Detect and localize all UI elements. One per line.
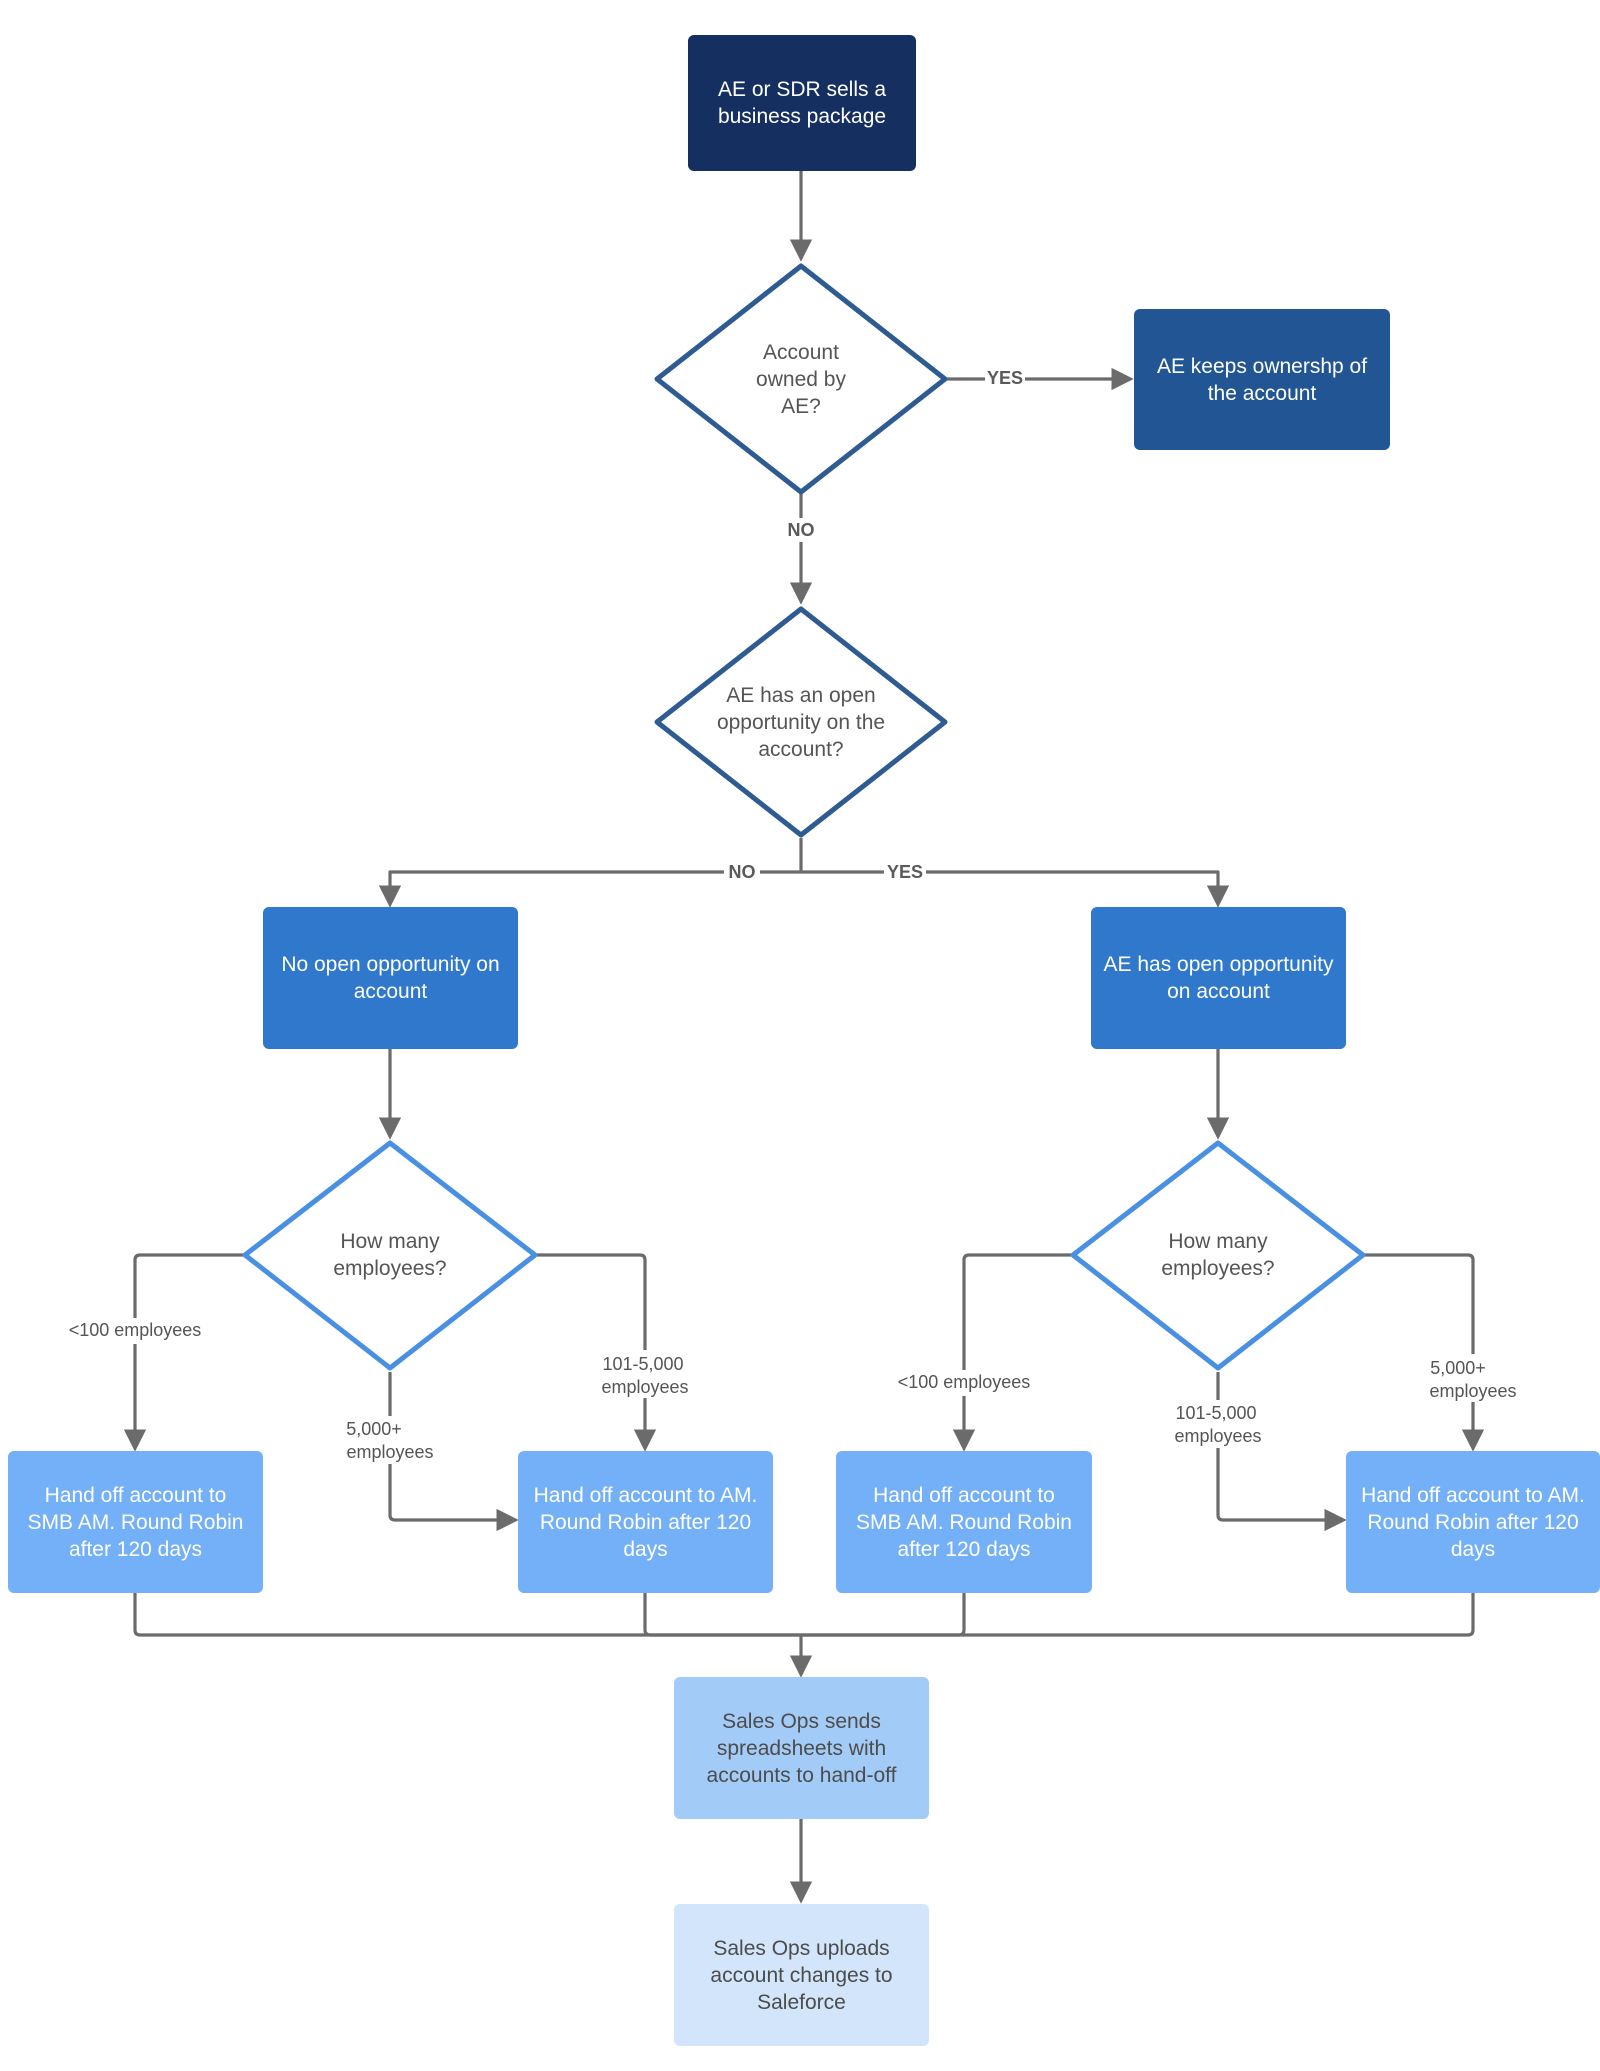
edge-label-big-right-1: 5,000+ (1430, 1358, 1486, 1378)
edge-right-lt100 (952, 1253, 1071, 1452)
has-open-opportunity-node: AE has open opportunity on account (1091, 907, 1346, 1049)
edge-label-yes-openopp: YES (887, 862, 923, 882)
edge-right-range (1216, 1372, 1347, 1532)
keep-ownership-node: AE keeps ownershp of the account (1134, 309, 1390, 450)
edge-left-lt100 (123, 1253, 243, 1452)
handoff-am-right-node: Hand off account to AM. Round Robin afte… (1346, 1451, 1600, 1593)
handoff-am-left-node: Hand off account to AM. Round Robin afte… (518, 1451, 773, 1593)
edge-label-big-right-2: employees (1429, 1381, 1516, 1401)
edge-merge-smb-right (801, 1592, 966, 1637)
edge-label-lt100-left: <100 employees (69, 1320, 202, 1340)
decision-open-opp-text: AE has an open opportunity on the accoun… (716, 683, 886, 761)
edge-merge-am-left (643, 1592, 801, 1637)
edge-label-range-left-2: employees (601, 1377, 688, 1397)
edge-label-range-right-2: employees (1174, 1426, 1261, 1446)
edge-openopp-no (378, 838, 803, 908)
edge-label-no-owned: NO (788, 520, 815, 540)
decision-owned-diamond (654, 263, 948, 495)
edge-openopp-yes (801, 870, 1230, 908)
start-node: AE or SDR sells a business package (688, 35, 916, 171)
edge-left-big (388, 1372, 519, 1532)
edge-label-big-left-2: employees (346, 1442, 433, 1462)
decision-employees-left-diamond (242, 1140, 538, 1371)
decision-employees-left-text: How many employees? (333, 1230, 447, 1280)
edge-label-yes-owned: YES (987, 368, 1023, 388)
edge-label-big-left-1: 5,000+ (346, 1419, 402, 1439)
edge-label-range-left-1: 101-5,000 (602, 1354, 683, 1374)
decision-employees-right-text: How many employees? (1161, 1230, 1275, 1280)
handoff-smb-right-node: Hand off account to SMB AM. Round Robin … (836, 1451, 1092, 1593)
sales-ops-uploads-node: Sales Ops uploads account changes to Sal… (674, 1904, 929, 2046)
decision-open-opp-diamond (654, 606, 948, 838)
decision-employees-right-diamond (1070, 1140, 1366, 1371)
edge-left-range (537, 1253, 657, 1452)
edge-label-range-right-1: 101-5,000 (1175, 1403, 1256, 1423)
decision-owned-text: Account owned by AE? (756, 340, 846, 418)
edge-merge-bus (133, 1592, 1475, 1637)
edge-right-big (1365, 1253, 1485, 1452)
sales-ops-sends-node: Sales Ops sends spreadsheets with accoun… (674, 1677, 929, 1819)
no-open-opportunity-node: No open opportunity on account (263, 907, 518, 1049)
handoff-smb-left-node: Hand off account to SMB AM. Round Robin … (8, 1451, 263, 1593)
edge-label-lt100-right: <100 employees (898, 1372, 1031, 1392)
edge-label-no-openopp: NO (729, 862, 756, 882)
